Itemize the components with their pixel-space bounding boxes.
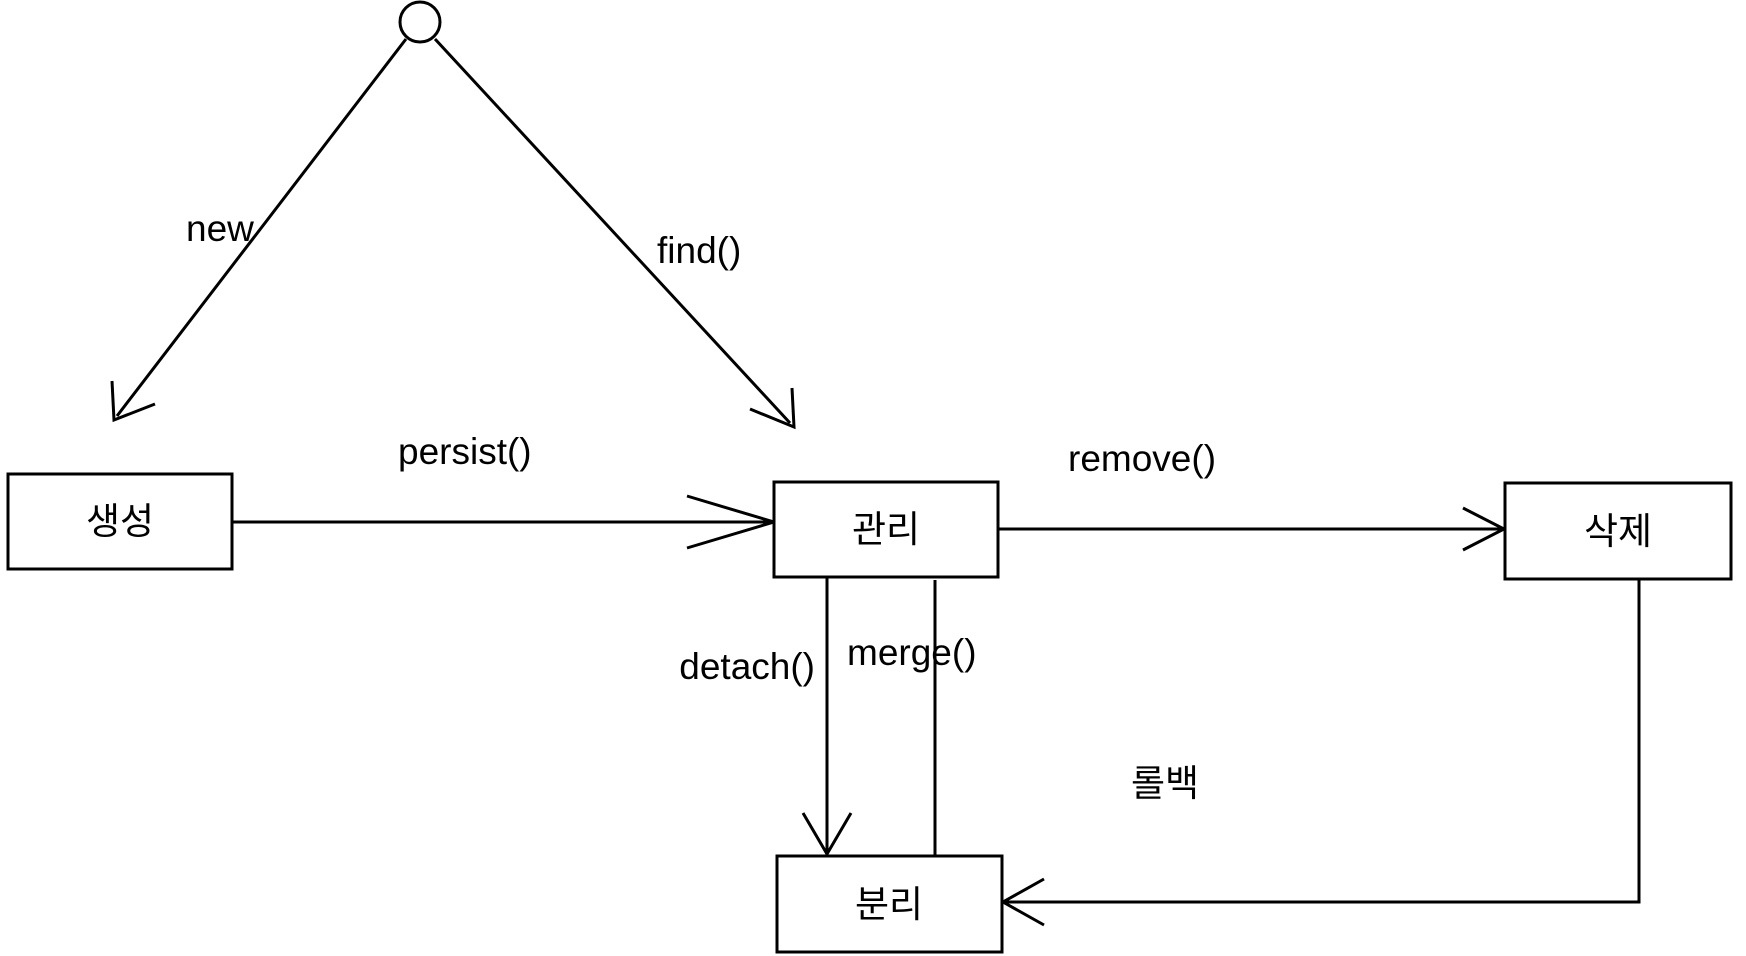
transition-label-merge: merge() xyxy=(847,632,977,673)
transition-find-arrowhead xyxy=(749,387,796,430)
state-node-managed[interactable]: 관리 xyxy=(772,480,1000,579)
transition-remove xyxy=(998,506,1508,552)
transition-find xyxy=(433,37,796,430)
transition-detach xyxy=(801,577,853,857)
transition-rollback-line xyxy=(1004,579,1641,904)
transition-new-line xyxy=(115,38,408,417)
transition-new xyxy=(110,38,408,423)
state-node-detached[interactable]: 분리 xyxy=(775,854,1004,954)
state-box-created[interactable] xyxy=(6,472,234,571)
state-box-managed[interactable] xyxy=(772,480,1000,579)
state-label-detached: 분리 xyxy=(855,884,923,925)
state-label-created: 생성 xyxy=(86,501,154,542)
state-label-removed: 삭제 xyxy=(1584,511,1652,552)
transition-detach-arrowhead xyxy=(801,812,853,857)
transition-persist xyxy=(232,494,780,550)
state-label-managed: 관리 xyxy=(852,509,920,550)
state-node-removed[interactable]: 삭제 xyxy=(1503,481,1733,581)
transition-label-find: find() xyxy=(657,230,741,271)
transition-rollback xyxy=(999,579,1641,927)
transition-label-detach: detach() xyxy=(679,646,815,687)
transition-label-rollback: 롤백 xyxy=(1131,763,1199,804)
initial-state-circle xyxy=(398,0,442,44)
state-node-created[interactable]: 생성 xyxy=(6,472,234,571)
transition-find-line xyxy=(433,37,792,425)
state-box-removed[interactable] xyxy=(1503,481,1733,581)
transition-label-persist: persist() xyxy=(398,431,532,472)
transition-label-new: new xyxy=(186,208,254,249)
state-box-detached[interactable] xyxy=(775,854,1004,954)
transition-label-remove: remove() xyxy=(1068,438,1216,479)
transition-new-arrowhead xyxy=(110,380,156,423)
